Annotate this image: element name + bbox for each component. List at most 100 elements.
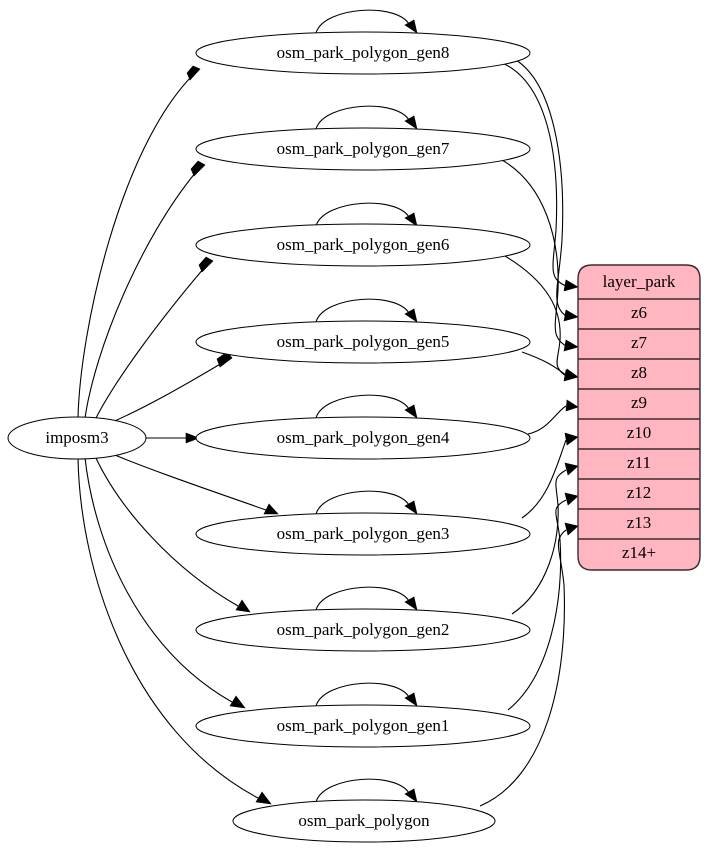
edges-nodes-to-table: [479, 59, 579, 807]
base-label: osm_park_polygon: [298, 811, 430, 830]
arrowhead-z9b: [564, 368, 579, 381]
table-outline: [577, 264, 701, 571]
arrowhead-self-gen4: [404, 404, 418, 419]
row-label-z10: z10: [627, 423, 652, 442]
edge-gen3-to-z11: [521, 439, 567, 519]
table-row-z7[interactable]: z7: [578, 333, 700, 360]
row-label-z12: z12: [627, 483, 652, 502]
arrowhead-base-in: [255, 791, 272, 805]
gen8-label: osm_park_polygon_gen8: [277, 43, 450, 62]
row-label-z11: z11: [627, 453, 651, 472]
table-row-z12[interactable]: z12: [578, 483, 700, 510]
node-gen4[interactable]: osm_park_polygon_gen4: [195, 416, 531, 460]
arrowhead-z11: [564, 432, 579, 446]
edge-imposm3-to-gen1: [84, 457, 233, 703]
node-gen6[interactable]: osm_park_polygon_gen6: [195, 223, 531, 267]
edge-imposm3-to-gen7: [84, 171, 197, 419]
edge-imposm3-to-gen3: [109, 452, 267, 511]
table-row-z6[interactable]: z6: [578, 303, 700, 330]
arrowhead-z7: [563, 309, 579, 322]
row-label-z8: z8: [631, 363, 647, 382]
edge-gen2-to-z12: [511, 469, 567, 615]
edge-imposm3-to-base: [77, 457, 259, 799]
gen5-ellipse[interactable]: [195, 320, 531, 364]
table-row-z8[interactable]: z8: [578, 363, 700, 390]
arrowhead-self-gen8: [404, 19, 418, 34]
gen7-label: osm_park_polygon_gen7: [277, 139, 450, 158]
arrowhead-gen1-in: [229, 695, 246, 709]
gen4-label: osm_park_polygon_gen4: [277, 428, 450, 447]
self-loop-gen4: [315, 394, 411, 419]
arrowhead-z14: [564, 522, 579, 536]
node-gen3[interactable]: osm_park_polygon_gen3: [195, 512, 531, 556]
self-loop-gen7: [315, 105, 411, 130]
edges-source-to-nodes: [77, 65, 279, 805]
edge-gen8-to-z6: [499, 61, 567, 287]
arrowhead-self-gen1: [404, 692, 418, 707]
table-row-z14[interactable]: z14+: [622, 543, 656, 562]
self-loop-base: [315, 778, 411, 803]
gen5-label: osm_park_polygon_gen5: [277, 332, 450, 351]
imposm3-label: imposm3: [45, 428, 108, 447]
table-row-z10[interactable]: z10: [578, 423, 700, 450]
self-loop-gen8: [315, 9, 411, 34]
edge-imposm3-to-gen2: [94, 455, 239, 607]
row-label-z6: z6: [631, 303, 647, 322]
edge-gen6-to-z9: [504, 255, 567, 377]
arrowhead-self-gen5: [404, 308, 418, 323]
arrowhead-z12: [564, 462, 579, 476]
node-imposm3[interactable]: imposm3: [7, 416, 147, 460]
edge-imposm3-to-gen6: [94, 267, 205, 421]
arrowhead-gen8-in: [186, 65, 201, 81]
table-row-z11[interactable]: z11: [578, 453, 700, 480]
edge-base-to-z14: [479, 529, 567, 807]
arrowhead-z13: [564, 492, 579, 506]
base-ellipse[interactable]: [232, 799, 496, 843]
gen3-label: osm_park_polygon_gen3: [277, 524, 450, 543]
gen7-ellipse[interactable]: [195, 127, 531, 171]
gen4-ellipse[interactable]: [195, 416, 531, 460]
row-label-z7: z7: [631, 333, 648, 352]
edge-gen5-to-z9: [521, 351, 567, 376]
arrowhead-self-gen6: [404, 212, 418, 227]
node-gen5[interactable]: osm_park_polygon_gen5: [195, 320, 531, 364]
self-loop-gen2: [315, 586, 411, 611]
table-row-z13[interactable]: z13: [578, 513, 700, 540]
arrowhead-self-base: [404, 788, 418, 803]
gen1-ellipse[interactable]: [195, 704, 531, 748]
gen1-label: osm_park_polygon_gen1: [277, 716, 450, 735]
table-row-z9[interactable]: z9: [578, 393, 700, 420]
arrowhead-gen2-in: [235, 599, 251, 613]
node-gen8[interactable]: osm_park_polygon_gen8: [195, 31, 531, 75]
row-label-z9: z9: [631, 393, 647, 412]
self-loop-gen3: [315, 490, 411, 515]
arrowhead-z10: [565, 399, 579, 412]
self-loop-gen5: [315, 298, 411, 323]
edge-gen1-to-z13: [507, 499, 567, 711]
arrowhead-self-gen2: [404, 596, 418, 611]
edge-gen4-to-z10: [527, 405, 567, 435]
table-header-cell: layer_park: [578, 272, 700, 300]
arrowhead-gen3-in: [263, 503, 279, 515]
layer-park-table[interactable]: layer_park z6 z7 z8 z9 z10 z11 z1: [577, 264, 701, 571]
arrowhead-self-gen3: [404, 500, 418, 515]
gen3-ellipse[interactable]: [195, 512, 531, 556]
gen6-label: osm_park_polygon_gen6: [277, 235, 450, 254]
node-gen7[interactable]: osm_park_polygon_gen7: [195, 127, 531, 171]
edge-gen7-to-z8: [501, 159, 567, 347]
gen8-ellipse[interactable]: [195, 31, 531, 75]
row-label-z14: z14+: [622, 543, 656, 562]
gen2-ellipse[interactable]: [195, 608, 531, 652]
gen6-ellipse[interactable]: [195, 223, 531, 267]
arrowhead-self-gen7: [404, 115, 418, 130]
self-loop-gen6: [315, 202, 411, 227]
node-gen2[interactable]: osm_park_polygon_gen2: [195, 608, 531, 652]
arrowhead-gen7-in: [190, 160, 206, 177]
node-base[interactable]: osm_park_polygon: [232, 799, 496, 843]
imposm3-ellipse[interactable]: [7, 416, 147, 460]
arrowhead-z8: [563, 339, 579, 352]
arrowhead-gen4-in: [185, 432, 200, 444]
node-gen1[interactable]: osm_park_polygon_gen1: [195, 704, 531, 748]
arrowhead-z6: [563, 279, 579, 292]
